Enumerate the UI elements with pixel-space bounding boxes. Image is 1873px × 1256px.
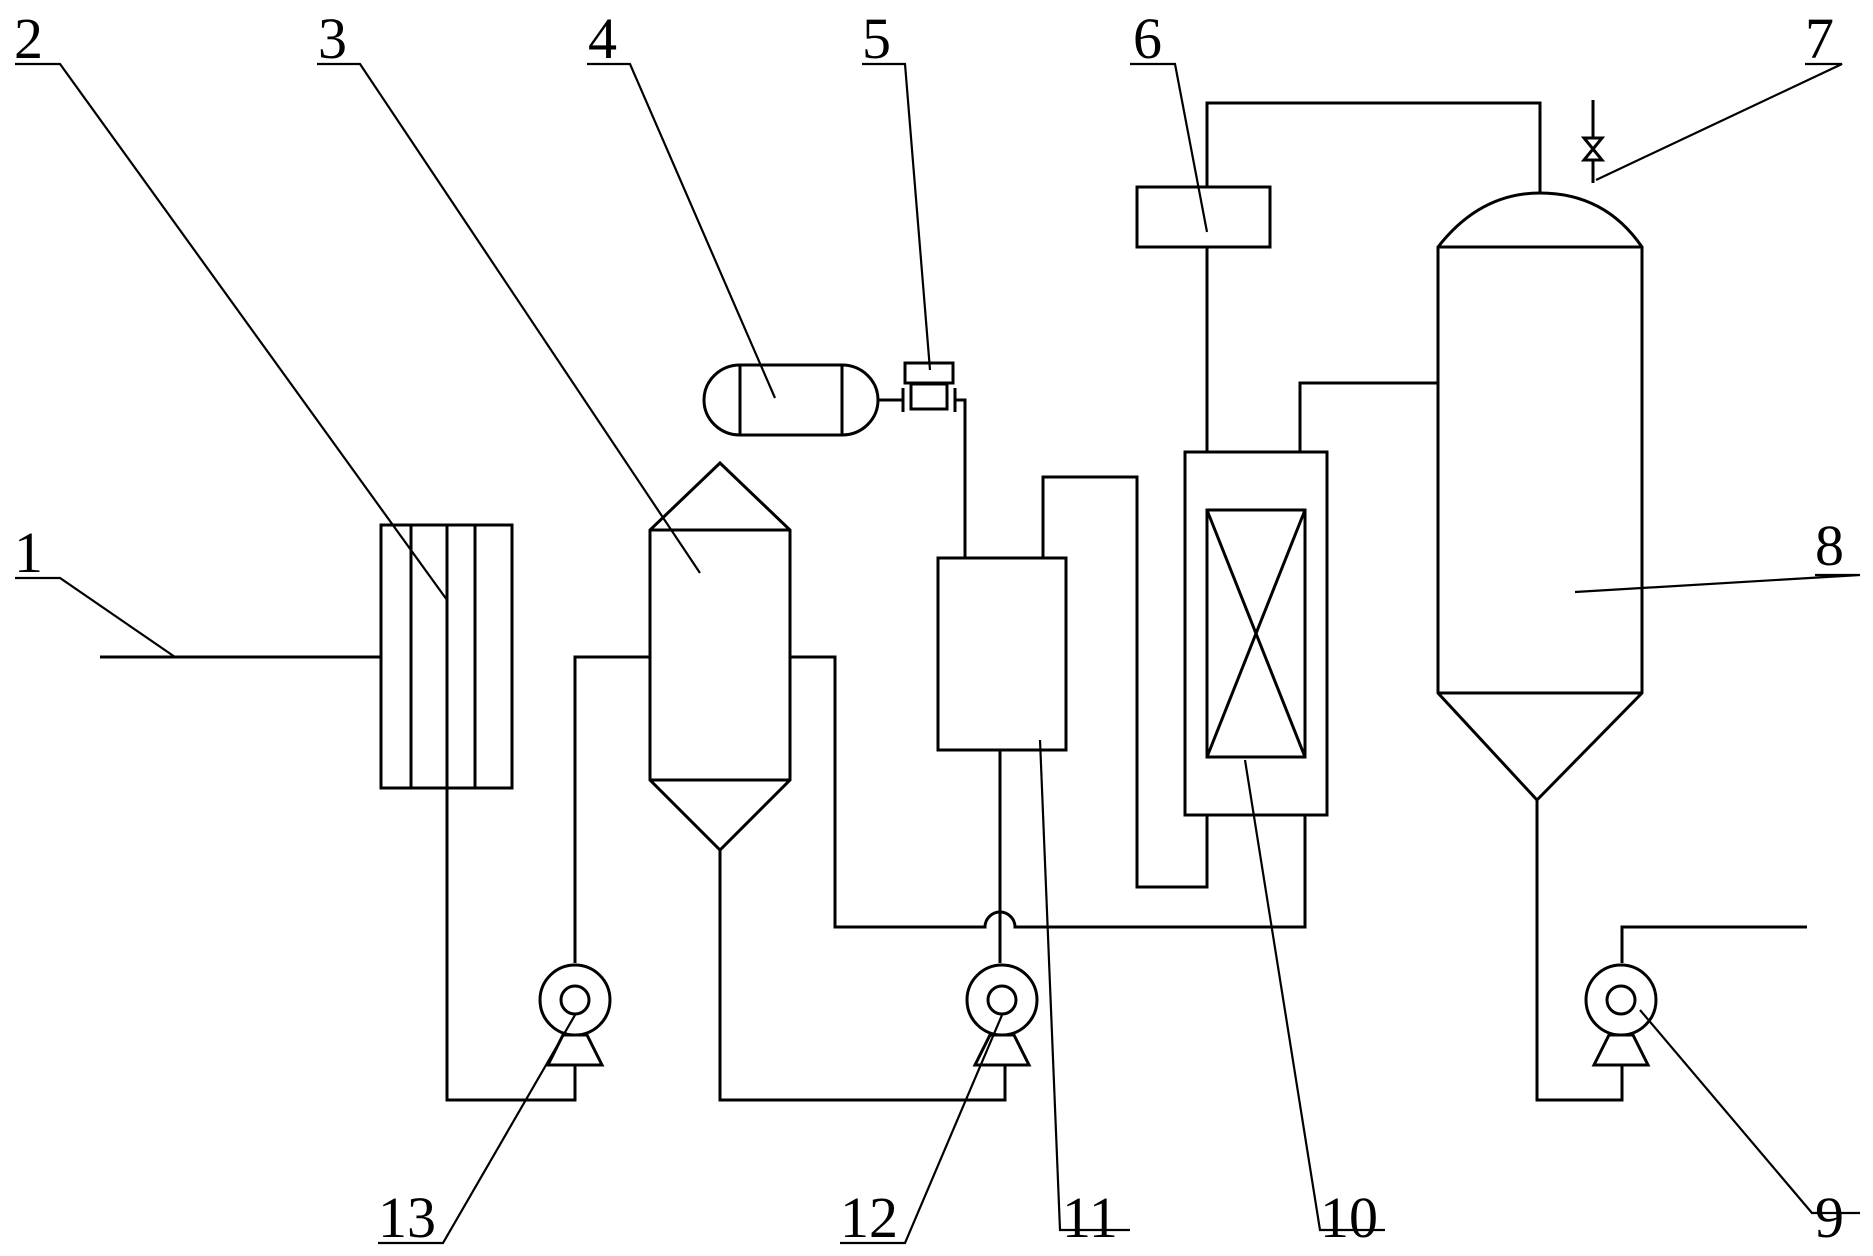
pipe-exchanger-to-pump-13 (445, 788, 577, 1102)
valve-5 (901, 361, 957, 412)
leader-4 (587, 62, 777, 399)
label-13: 13 (378, 1185, 436, 1250)
leader-5 (862, 62, 932, 371)
leader-1 (15, 576, 176, 658)
vessel-11 (936, 556, 1068, 752)
leader-6 (1130, 62, 1209, 233)
leader-13 (378, 1014, 576, 1245)
tank-8 (1436, 191, 1644, 803)
label-1: 1 (14, 520, 43, 585)
pipe-unit-6-to-tank-8-top (1205, 101, 1542, 192)
leader-11 (1038, 739, 1130, 1232)
pipe-valve-5-to-vessel-11 (955, 398, 967, 558)
pipe-pump-13-to-column-3 (573, 655, 650, 963)
gas-cylinder-4 (702, 363, 880, 437)
label-10: 10 (1320, 1185, 1378, 1250)
pipe-column-3-to-pump-12 (718, 850, 1007, 1102)
pump-9 (1584, 963, 1658, 1067)
leader-8 (1574, 573, 1861, 594)
label-6: 6 (1133, 6, 1162, 71)
heat-exchanger-2 (379, 523, 514, 790)
label-3: 3 (318, 6, 347, 71)
label-11: 11 (1062, 1185, 1118, 1250)
leader-10 (1243, 759, 1385, 1232)
column-3 (648, 460, 792, 853)
label-9: 9 (1815, 1185, 1844, 1250)
pipe-vessel-11-to-reactor-10 (1041, 475, 1209, 889)
pipe-column-3-to-reactor-10 (790, 655, 1307, 929)
pump-12 (965, 963, 1039, 1067)
reactor-10 (1183, 450, 1329, 817)
number-labels: 1 2 3 4 5 6 7 8 9 10 11 12 13 (14, 6, 1844, 1250)
label-2: 2 (14, 6, 43, 71)
pipe-reactor-10-to-tank-8 (1298, 381, 1445, 452)
leader-3 (317, 62, 701, 574)
leader-12 (840, 1014, 1004, 1245)
label-5: 5 (862, 6, 891, 71)
leader-lines (15, 62, 1861, 1245)
leader-9 (1639, 1009, 1860, 1215)
label-4: 4 (588, 6, 617, 71)
leader-7 (1595, 62, 1843, 181)
pipe-pump-9-discharge (1620, 925, 1807, 963)
label-8: 8 (1815, 513, 1844, 578)
leader-2 (15, 62, 448, 601)
pump-13 (538, 963, 612, 1067)
vent-valve-7 (1580, 136, 1606, 162)
pipe-tank-8-to-pump-9 (1535, 800, 1624, 1102)
label-12: 12 (840, 1185, 898, 1250)
label-7: 7 (1805, 6, 1834, 71)
